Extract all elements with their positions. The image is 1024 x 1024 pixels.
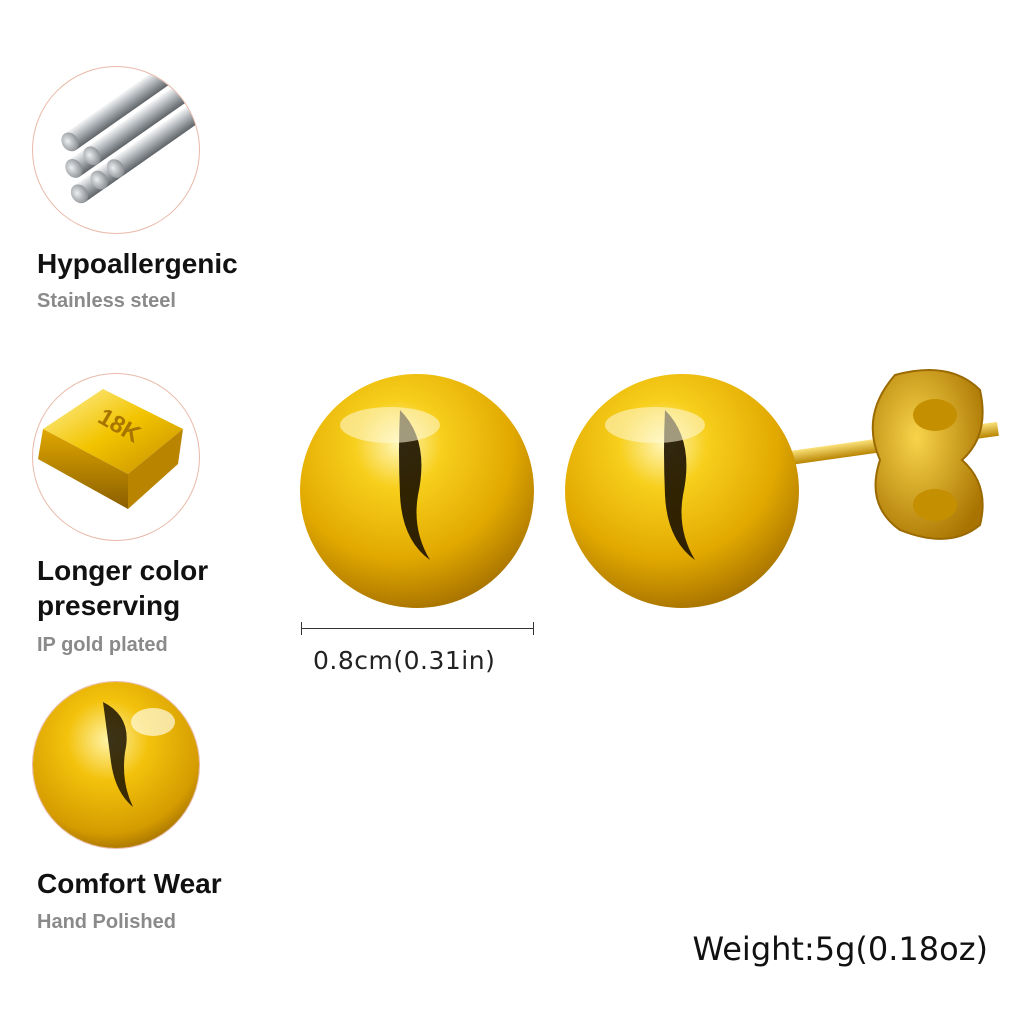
feature-subtitle-hand-polished: Hand Polished (37, 911, 176, 933)
feature-subtitle-stainless-steel: Stainless steel (37, 290, 176, 312)
dimension-line (301, 628, 533, 629)
gold-bar-icon: 18K (32, 373, 200, 541)
weight-label: Weight:5g(0.18oz) (692, 930, 988, 968)
dimension-tick-right (533, 622, 534, 635)
dimension-label: 0.8cm(0.31in) (313, 646, 496, 675)
feature-title-longer-color-line2: preserving (37, 590, 181, 621)
ball-stud-earrings-image (300, 369, 999, 608)
feature-title-hypoallergenic: Hypoallergenic (37, 248, 238, 279)
steel-rods-icon (32, 66, 200, 234)
earring-ball-right (565, 369, 999, 608)
feature-title-longer-color-line1: Longer color (37, 555, 209, 586)
earring-ball-left (300, 374, 534, 608)
gold-ball-icon (32, 681, 200, 849)
feature-subtitle-ip-gold-plated: IP gold plated (37, 634, 168, 656)
dimension-tick-left (301, 622, 302, 635)
feature-title-comfort-wear: Comfort Wear (37, 868, 222, 899)
